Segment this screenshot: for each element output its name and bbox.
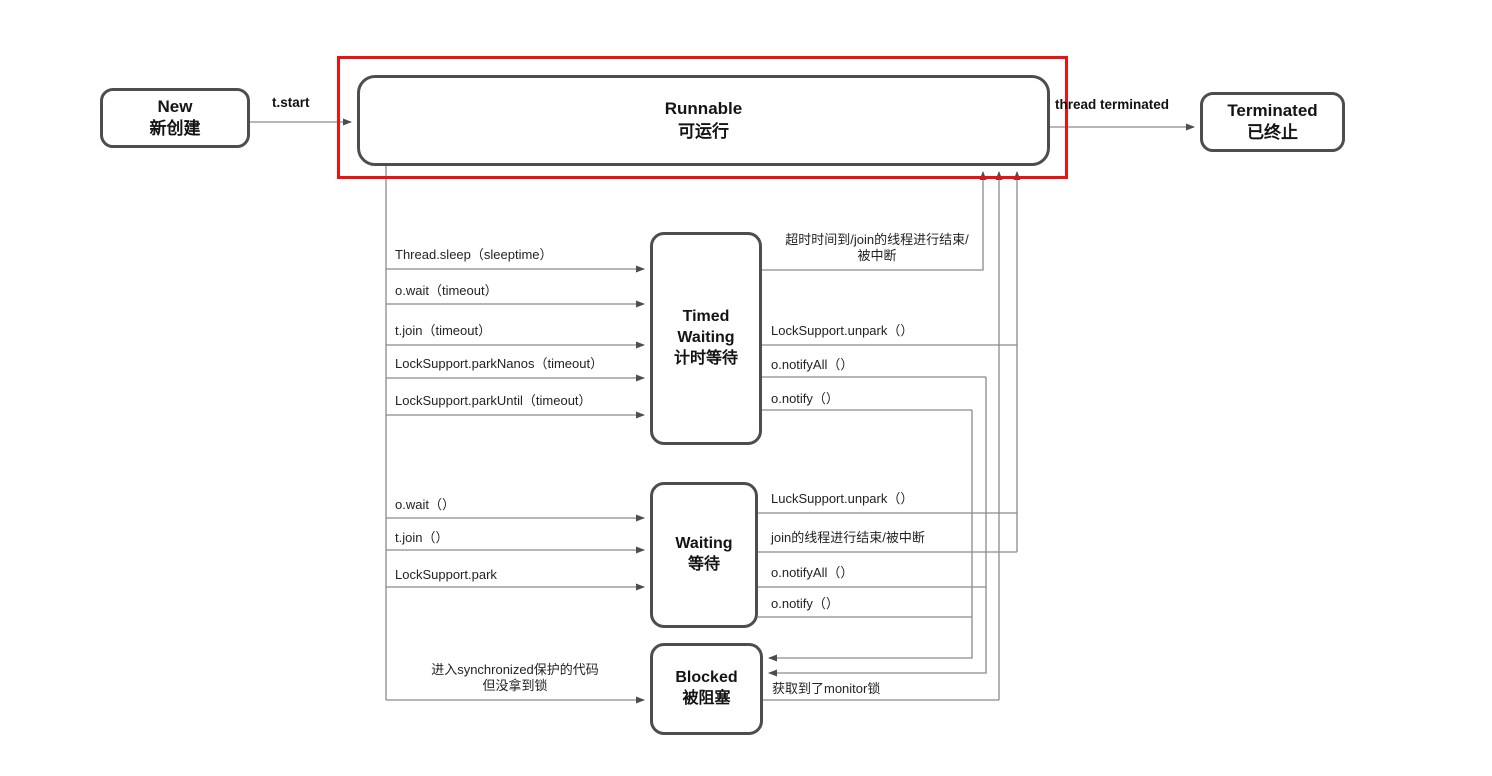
highlight-rect-runnable: [337, 56, 1068, 179]
edge-label-timeout-join-end: 超时时间到/join的线程进行结束/ 被中断: [785, 232, 969, 264]
edge-label-thread-terminated: thread terminated: [1055, 97, 1170, 112]
edge-label-got-monitor-lock: 获取到了monitor锁: [772, 681, 881, 696]
edge-label-parknanos: LockSupport.parkNanos（timeout）: [395, 356, 604, 371]
edge-label-thread-sleep: Thread.sleep（sleeptime）: [395, 247, 553, 262]
node-new-label: New 新创建: [149, 96, 201, 138]
node-terminated: Terminated 已终止: [1200, 92, 1345, 152]
edge-label-tw-notify: o.notify（）: [771, 391, 839, 406]
edge-label-synchronized-no-lock: 进入synchronized保护的代码 但没拿到锁: [431, 662, 599, 694]
edge-label-owait: o.wait（）: [395, 497, 455, 512]
node-waiting-label: Waiting 等待: [675, 535, 733, 573]
edge-label-parkuntil: LockSupport.parkUntil（timeout）: [395, 393, 592, 408]
node-terminated-label: Terminated 已终止: [1227, 100, 1318, 142]
edge-label-tjoin-timeout: t.join（timeout）: [395, 323, 492, 338]
node-timed-waiting: Timed Waiting 计时等待: [650, 232, 762, 445]
edge-label-tjoin: t.join（）: [395, 530, 449, 545]
node-runnable-label: Runnable 可运行: [664, 99, 743, 141]
node-waiting: Waiting 等待: [650, 482, 758, 628]
node-blocked-label: Blocked 被阻塞: [675, 669, 738, 707]
edge-label-w-unpark: LuckSupport.unpark（）: [771, 491, 914, 506]
edge-label-tw-unpark: LockSupport.unpark（）: [771, 323, 914, 338]
edge-label-w-notifyall: o.notifyAll（）: [771, 565, 854, 580]
node-timed-waiting-label: Timed Waiting 计时等待: [673, 308, 738, 367]
node-blocked: Blocked 被阻塞: [650, 643, 763, 735]
edge-label-owait-timeout: o.wait（timeout）: [395, 283, 498, 298]
edge-label-t-start: t.start: [272, 95, 310, 110]
edge-label-w-notify: o.notify（）: [771, 596, 839, 611]
node-runnable: Runnable 可运行: [357, 75, 1050, 166]
node-new: New 新创建: [100, 88, 250, 148]
edge-label-w-join-end: join的线程进行结束/被中断: [771, 530, 925, 545]
edge-label-tw-notifyall: o.notifyAll（）: [771, 357, 854, 372]
edge-label-locksupport-park: LockSupport.park: [395, 567, 497, 582]
